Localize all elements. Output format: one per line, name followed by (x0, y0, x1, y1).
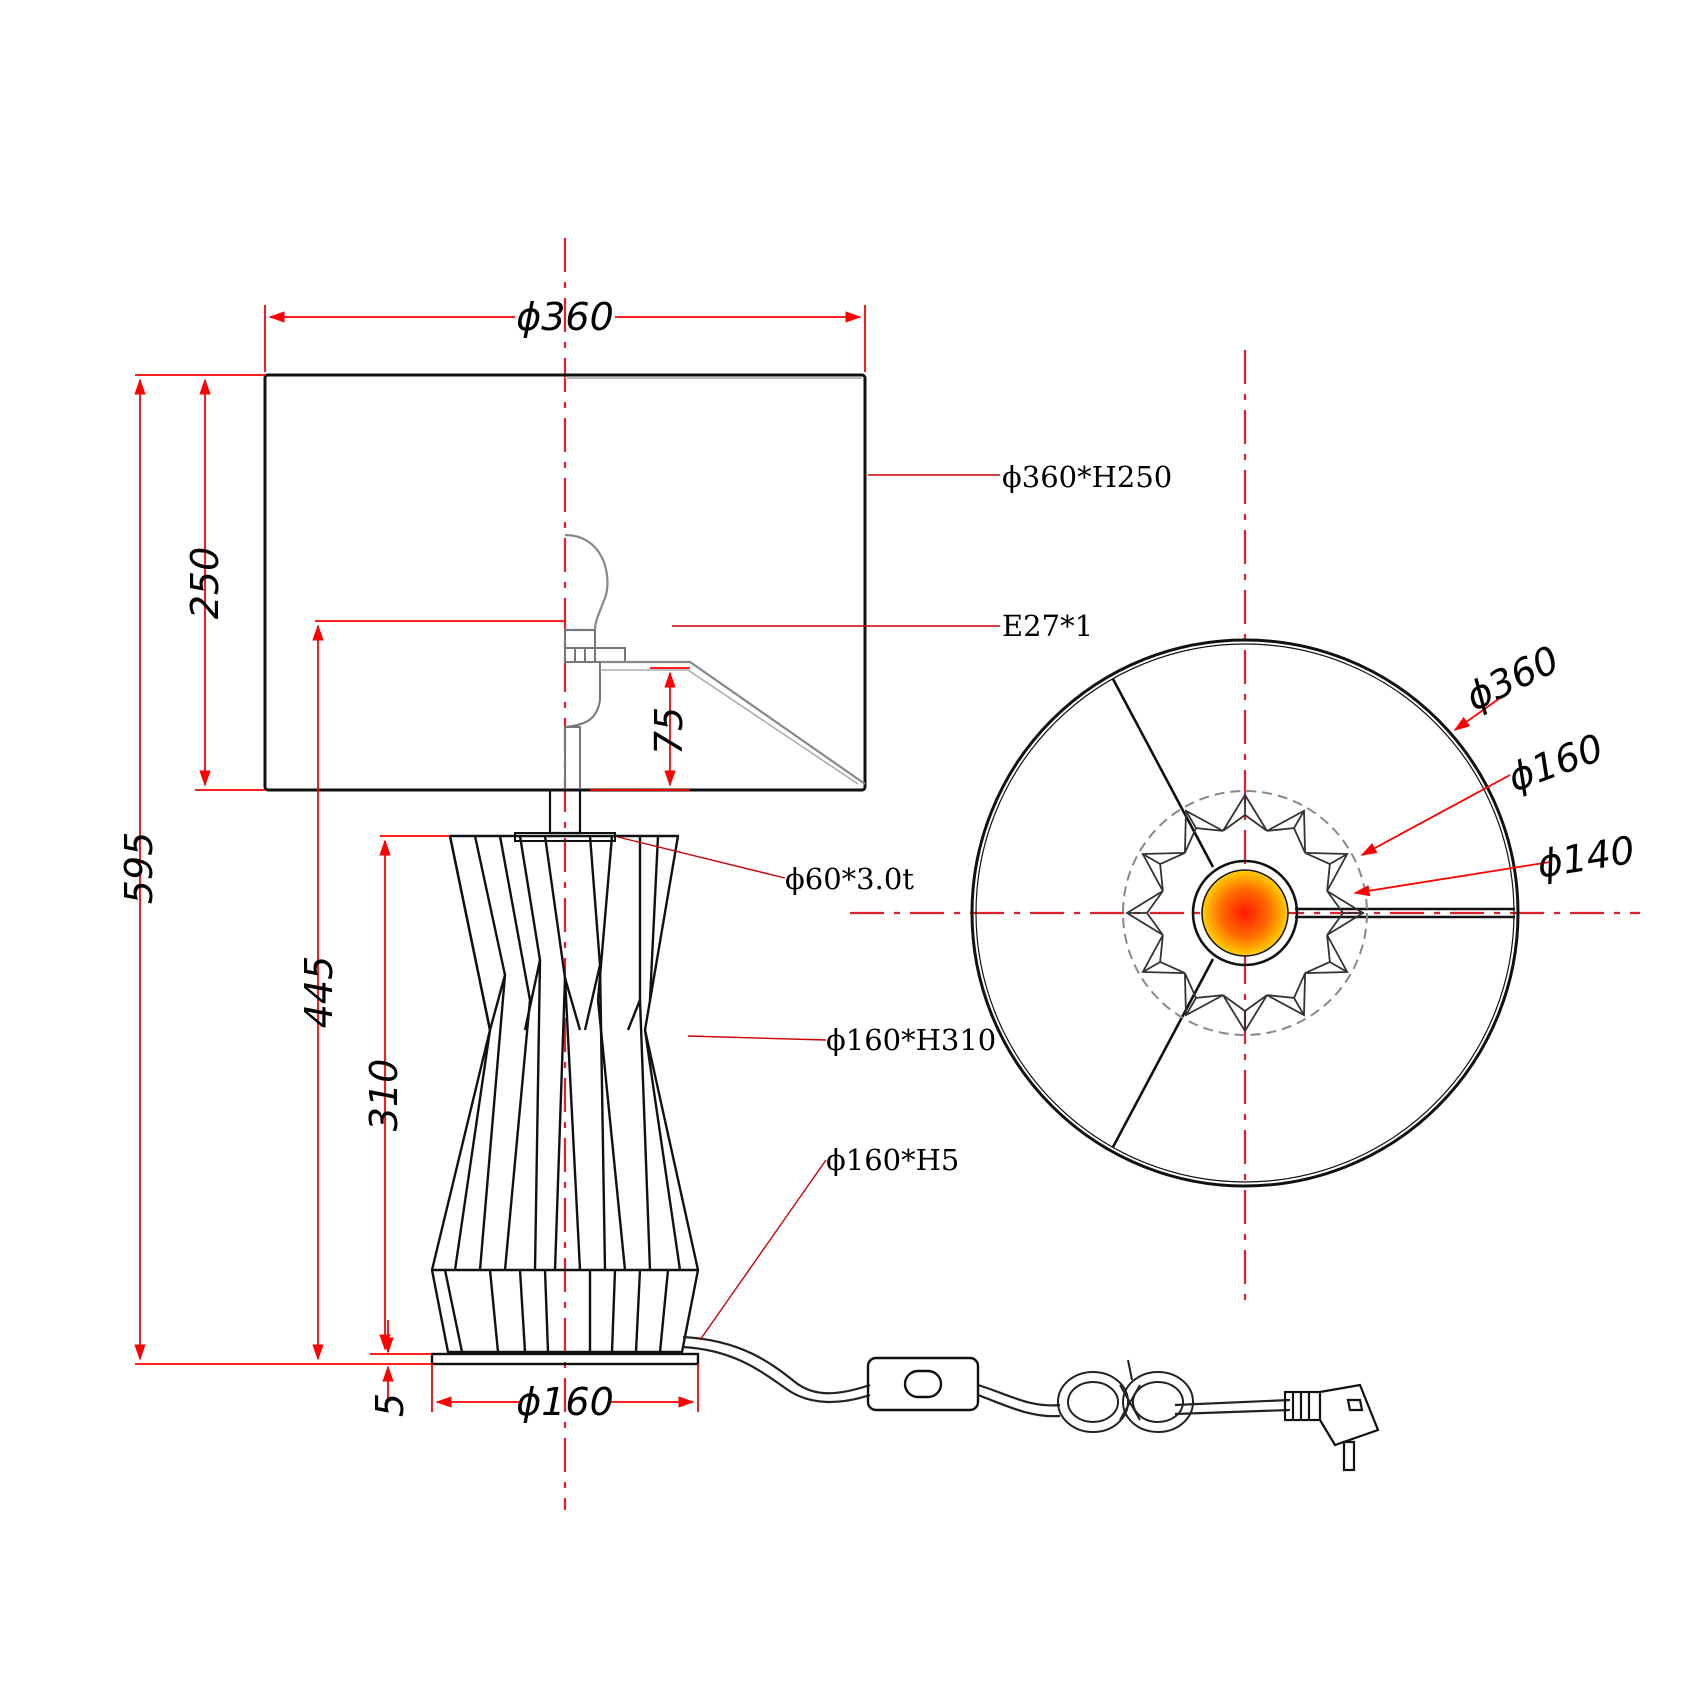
bulb-spec-callout: E27*1 (1002, 609, 1093, 643)
shade-spokes (1111, 678, 1515, 1148)
pleat-facet (1304, 934, 1349, 975)
bulb-height-label: 445 (297, 956, 341, 1029)
body-height-label: 310 (362, 1059, 406, 1132)
power-cord (682, 1335, 1291, 1418)
top-view: ϕ360 ϕ160 ϕ140 (850, 350, 1640, 1310)
base-plate (430, 1352, 700, 1366)
inline-switch (866, 1356, 980, 1412)
pleat-facet (1304, 851, 1349, 892)
socket (564, 629, 626, 728)
base-height-label: 5 (368, 1393, 412, 1417)
body-spec-callout: ϕ160*H310 (826, 1023, 996, 1057)
pleat-facet (1266, 972, 1306, 1017)
side-view: ϕ360 595 250 445 75 310 5 ϕ16 (117, 238, 1380, 1510)
pleated-body (430, 834, 700, 1354)
pleat-facet (1222, 793, 1268, 832)
pleat-facet (1184, 809, 1224, 854)
pleat-facets (1125, 793, 1365, 1033)
socket-offset-label: 75 (647, 707, 691, 755)
top-body-dashed-circle (1122, 790, 1368, 1036)
overall-height-label: 595 (117, 832, 161, 905)
bulb-outline (564, 533, 609, 632)
shade-diameter-label: ϕ360 (516, 295, 614, 339)
top-inner-diameter-label: ϕ140 (1534, 828, 1637, 887)
top-shade-circle (970, 638, 1520, 1188)
coiled-cord (1057, 1359, 1194, 1433)
bulb-glow (1201, 869, 1289, 957)
top-shade-diameter-label: ϕ360 (1459, 637, 1566, 719)
pleat-facet (1326, 890, 1365, 936)
schuko-plug (1283, 1383, 1380, 1472)
top-body-diameter-label: ϕ160 (1502, 725, 1609, 800)
pleat-facet (1141, 934, 1186, 975)
pleat-facet (1222, 994, 1268, 1033)
pleat-facet (1266, 809, 1306, 854)
base-spec-callout: ϕ160*H5 (826, 1143, 959, 1177)
pleat-facet (1125, 890, 1164, 936)
shade-spec-callout: ϕ360*H250 (1002, 460, 1172, 494)
pleat-facet (1184, 972, 1224, 1017)
harp-frame (600, 660, 866, 785)
top-inner-circle (1191, 859, 1299, 967)
shade-height-label: 250 (183, 547, 227, 620)
base-diameter-label: ϕ160 (516, 1380, 614, 1424)
tube-spec-callout: ϕ60*3.0t (785, 862, 914, 896)
pleat-facet (1141, 851, 1186, 892)
